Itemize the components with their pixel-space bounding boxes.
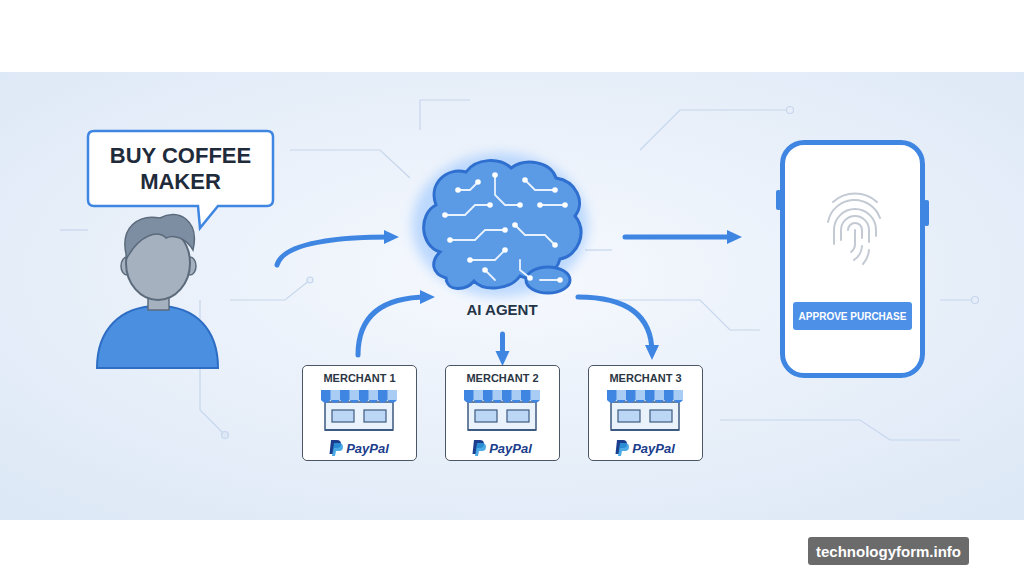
node-label: MERCHANT 1 [323,372,395,384]
flow-arrow [500,334,505,359]
button-label: APPROVE PURCHASE [793,302,912,330]
flow-arrow [358,297,428,355]
brand-label: PayPal [330,441,389,456]
merchant-box: MERCHANT 3 PayPal [588,365,703,461]
speech-bubble: BUY COFFEE MAKER [88,131,273,206]
node-label: BUY COFFEE MAKER [102,143,259,194]
brand-label: PayPal [616,441,675,456]
node-label: AI AGENT [466,301,537,318]
merchant-box: MERCHANT 1 PayPal [302,365,417,461]
brand-label: PayPal [473,441,532,456]
node-label: MERCHANT 2 [466,372,538,384]
flow-arrow [277,237,392,265]
phone: APPROVE PURCHASE [780,140,925,378]
flow-arrow [625,235,735,240]
ai-agent: AI AGENT [412,150,592,322]
merchant-box: MERCHANT 2 PayPal [445,365,560,461]
node-label: MERCHANT 3 [609,372,681,384]
flow-arrow [578,297,652,353]
watermark: technologyform.info [808,537,969,565]
